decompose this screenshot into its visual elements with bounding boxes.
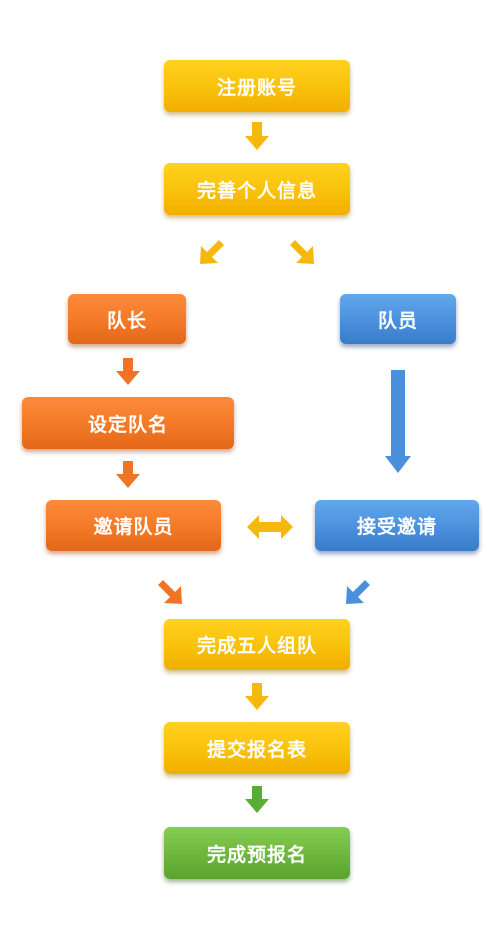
arrow-down-right-icon — [290, 240, 314, 264]
double-arrow-icon — [247, 515, 293, 539]
arrow-down-icon — [245, 122, 269, 150]
captain-role: 队长 — [68, 294, 186, 344]
arrow-down-right-icon — [158, 580, 182, 604]
long-arrow-down-icon — [385, 370, 411, 473]
form-team-of-five-step: 完成五人组队 — [164, 619, 350, 670]
arrow-down-icon — [245, 786, 269, 813]
arrow-down-icon — [116, 358, 140, 385]
pre-registration-complete-step: 完成预报名 — [164, 827, 350, 879]
set-team-name-step: 设定队名 — [22, 397, 234, 449]
accept-invitation-step: 接受邀请 — [315, 500, 479, 551]
invite-members-step: 邀请队员 — [46, 500, 221, 551]
register-account-step: 注册账号 — [164, 60, 350, 112]
arrow-down-left-icon — [200, 240, 224, 264]
complete-profile-step: 完善个人信息 — [164, 163, 350, 215]
arrow-down-icon — [245, 683, 269, 710]
member-role: 队员 — [340, 294, 456, 344]
arrow-down-left-icon — [346, 580, 370, 604]
submit-form-step: 提交报名表 — [164, 722, 350, 774]
arrow-down-icon — [116, 461, 140, 488]
